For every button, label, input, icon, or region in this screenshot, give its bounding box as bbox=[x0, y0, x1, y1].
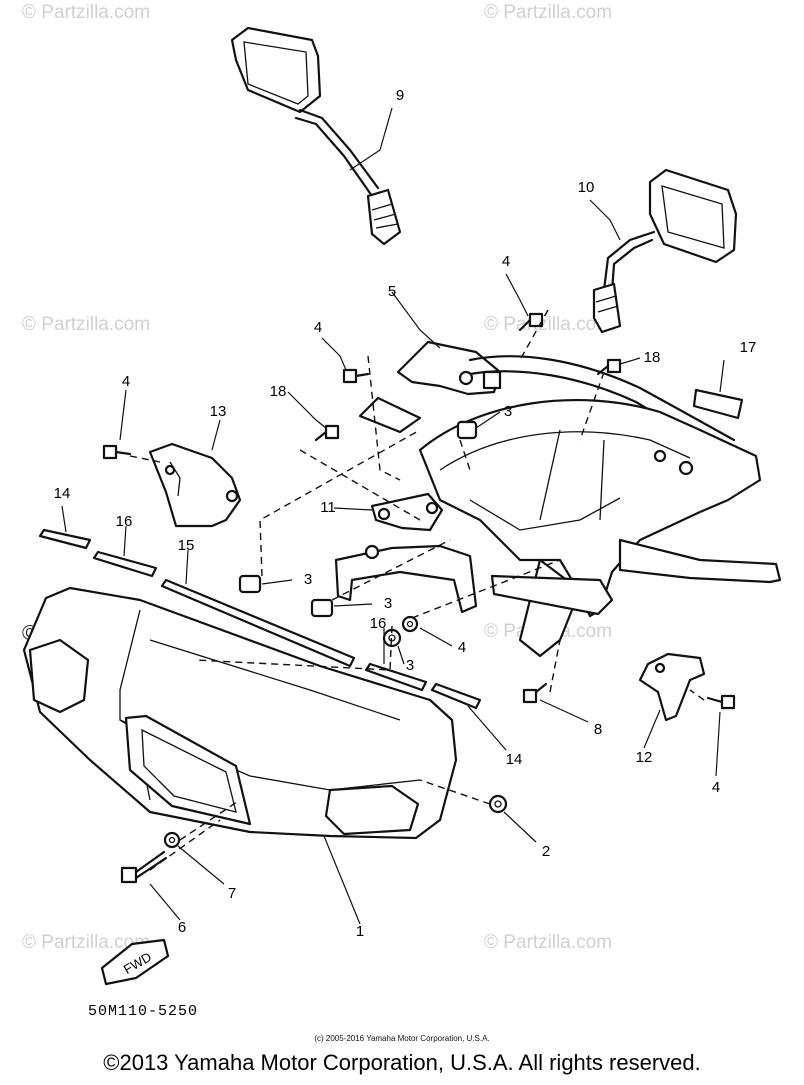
part-callout-number: 15 bbox=[178, 537, 195, 554]
part-callout-number: 3 bbox=[304, 571, 312, 588]
part-callout-number: 3 bbox=[406, 657, 414, 674]
fasteners bbox=[102, 312, 736, 884]
part-callout-number: 3 bbox=[384, 595, 392, 612]
bolt-part-4 bbox=[518, 312, 544, 332]
callout-numbers: 9 10 4 5 4 18 17 18 3 4 13 11 14 16 15 3 3 16 4 3 8 14 12 4 2 7 6 1 bbox=[54, 87, 757, 940]
part-callout-number: 16 bbox=[370, 615, 387, 632]
part-callout-number: 3 bbox=[504, 403, 512, 420]
meter-bracket-assembly bbox=[358, 396, 782, 658]
footer-copyright: ©2013 Yamaha Motor Corporation, U.S.A. A… bbox=[103, 1050, 701, 1075]
small-copyright: (c) 2005-2016 Yamaha Motor Corporation, … bbox=[314, 1034, 490, 1043]
part-callout-number: 14 bbox=[506, 751, 523, 768]
washer-part-7 bbox=[163, 831, 181, 849]
bolt-part-4 bbox=[102, 444, 132, 460]
diagram-code: 50M110-5250 bbox=[88, 1003, 199, 1020]
strip-part-16b bbox=[364, 662, 428, 692]
watermark-text: © Partzilla.com bbox=[484, 314, 612, 335]
part-callout-number: 16 bbox=[116, 513, 133, 530]
part-callout-number: 13 bbox=[210, 403, 227, 420]
bolt-part-18 bbox=[596, 358, 622, 376]
watermark-text: © Partzilla.com bbox=[22, 932, 150, 953]
strip-part-15 bbox=[160, 578, 356, 668]
mirror-right-part-10 bbox=[592, 168, 738, 334]
part-callout-number: 11 bbox=[320, 499, 336, 516]
strip-part-14b bbox=[430, 682, 482, 710]
part-callout-number: 4 bbox=[314, 319, 322, 336]
part-callout-number: 4 bbox=[502, 253, 510, 270]
part-callout-number: 4 bbox=[458, 639, 466, 656]
sticker-part-17 bbox=[692, 388, 744, 420]
watermark-text: © Partzilla.com bbox=[484, 2, 612, 23]
nut-part-2 bbox=[488, 794, 508, 814]
part-callout-number: 18 bbox=[270, 383, 287, 400]
bolt-part-4 bbox=[342, 368, 370, 384]
bracket-part-13 bbox=[148, 442, 242, 528]
bracket-part-12 bbox=[638, 652, 706, 722]
upper-bracket-part-5 bbox=[396, 340, 736, 458]
watermark-text: © Partzilla.com bbox=[22, 2, 150, 23]
part-callout-number: 4 bbox=[122, 373, 130, 390]
part-callout-number: 17 bbox=[740, 339, 757, 356]
part-callout-number: 7 bbox=[228, 885, 236, 902]
assembly-dashed-lines bbox=[129, 309, 705, 871]
part-callout-number: 1 bbox=[356, 923, 364, 940]
leader-lines bbox=[61, 107, 725, 925]
part-callout-number: 9 bbox=[396, 87, 404, 104]
part-callout-number: 8 bbox=[594, 721, 602, 738]
part-callout-number: 12 bbox=[636, 749, 653, 766]
bolt-part-18 bbox=[314, 424, 340, 442]
strip-part-14 bbox=[38, 528, 92, 550]
part-callout-number: 4 bbox=[712, 779, 720, 796]
watermark-text: © Partzilla.com bbox=[484, 932, 612, 953]
grommets-part-3 bbox=[238, 420, 478, 648]
seal-strips bbox=[38, 528, 482, 710]
fwd-arrow: FWD bbox=[100, 938, 170, 986]
part-callout-number: 6 bbox=[178, 919, 186, 936]
mirror-left-part-9 bbox=[230, 26, 402, 246]
strip-part-16 bbox=[92, 550, 158, 578]
watermark-text: © Partzilla.com bbox=[22, 314, 150, 335]
part-callout-number: 14 bbox=[54, 485, 71, 502]
part-callout-number: 10 bbox=[578, 179, 595, 196]
nut-part-4 bbox=[401, 615, 419, 633]
part-callout-number: 18 bbox=[644, 349, 661, 366]
screw-part-6 bbox=[120, 850, 168, 884]
bolt-part-8 bbox=[522, 682, 548, 704]
bolt-part-4 bbox=[706, 694, 736, 710]
part-callout-number: 2 bbox=[542, 843, 550, 860]
cowl-part-1 bbox=[22, 586, 458, 840]
part-callout-number: 5 bbox=[388, 283, 396, 300]
